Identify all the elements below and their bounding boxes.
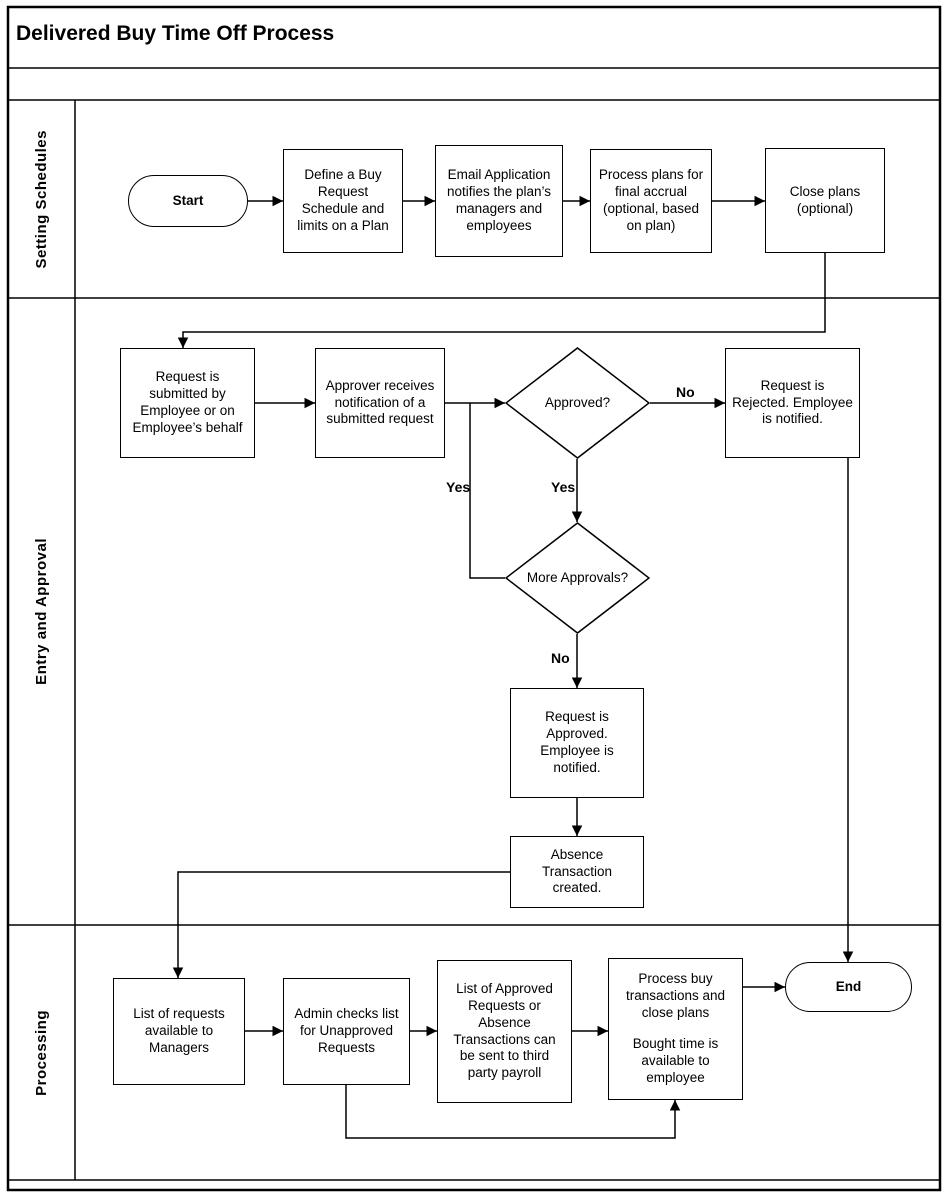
node-end-label: End xyxy=(835,978,862,994)
node-admin-checks-label: Admin checks list for Unapproved Request… xyxy=(294,1006,399,1055)
node-email-notify-label: Email Application notifies the plan’s ma… xyxy=(446,167,552,233)
page-title: Delivered Buy Time Off Process xyxy=(16,22,335,45)
lane-label-setting-schedules: Setting Schedules xyxy=(7,100,75,298)
node-approver-notified-label: Approver receives notification of a subm… xyxy=(325,377,435,427)
lane-label-text: Processing xyxy=(32,1009,50,1096)
decision-more-approvals-label: More Approvals? xyxy=(526,569,629,585)
node-approver-notified: Approver receives notification of a subm… xyxy=(315,348,445,458)
lane-label-entry-and-approval: Entry and Approval xyxy=(7,298,75,925)
node-close-plans: Close plans (optional) xyxy=(765,148,885,253)
lane-label-text: Entry and Approval xyxy=(32,538,50,685)
node-request-rejected-label: Request is Rejected. Employee is notifie… xyxy=(732,377,853,427)
node-start-label: Start xyxy=(172,192,204,208)
node-absence-created-label: Absence Transaction created. xyxy=(541,846,613,896)
node-close-plans-label: Close plans (optional) xyxy=(789,183,861,216)
decision-approved: Approved? xyxy=(505,347,650,459)
node-process-buy-line1: Process buy transactions and close plans xyxy=(625,971,726,1021)
node-define-schedule-label: Define a Buy Request Schedule and limits… xyxy=(297,167,389,233)
node-request-rejected: Request is Rejected. Employee is notifie… xyxy=(725,348,860,458)
node-define-schedule: Define a Buy Request Schedule and limits… xyxy=(283,149,403,253)
node-email-notify: Email Application notifies the plan’s ma… xyxy=(435,145,563,257)
decision-approved-label: Approved? xyxy=(544,394,611,410)
edge-label-no-rejected: No xyxy=(676,384,695,400)
decision-more-approvals: More Approvals? xyxy=(505,522,650,634)
node-list-approved: List of Approved Requests or Absence Tra… xyxy=(437,960,572,1103)
node-request-submitted-label: Request is submitted by Employee or on E… xyxy=(132,369,243,435)
node-process-buy-line2: Bought time is available to employee xyxy=(632,1036,719,1085)
lane-label-processing: Processing xyxy=(7,925,75,1180)
lane-label-text: Setting Schedules xyxy=(32,129,50,269)
node-admin-checks: Admin checks list for Unapproved Request… xyxy=(283,978,410,1085)
node-process-accrual: Process plans for final accrual (optiona… xyxy=(590,149,712,253)
node-request-approved-label: Request is Approved. Employee is notifie… xyxy=(540,709,614,775)
node-list-approved-label: List of Approved Requests or Absence Tra… xyxy=(453,980,556,1081)
node-list-requests: List of requests available to Managers xyxy=(113,978,245,1085)
node-process-accrual-label: Process plans for final accrual (optiona… xyxy=(598,167,704,233)
node-request-approved: Request is Approved. Employee is notifie… xyxy=(510,688,644,798)
node-list-requests-label: List of requests available to Managers xyxy=(133,1006,225,1055)
node-start: Start xyxy=(128,175,248,227)
node-end: End xyxy=(785,962,912,1012)
node-process-buy: Process buy transactions and close plans… xyxy=(608,958,743,1100)
edge-label-yes-loop: Yes xyxy=(446,479,471,495)
edge-label-yes-more: Yes xyxy=(551,479,576,495)
edge-label-no-approved: No xyxy=(551,650,570,666)
node-absence-created: Absence Transaction created. xyxy=(510,836,644,908)
node-request-submitted: Request is submitted by Employee or on E… xyxy=(120,348,255,458)
